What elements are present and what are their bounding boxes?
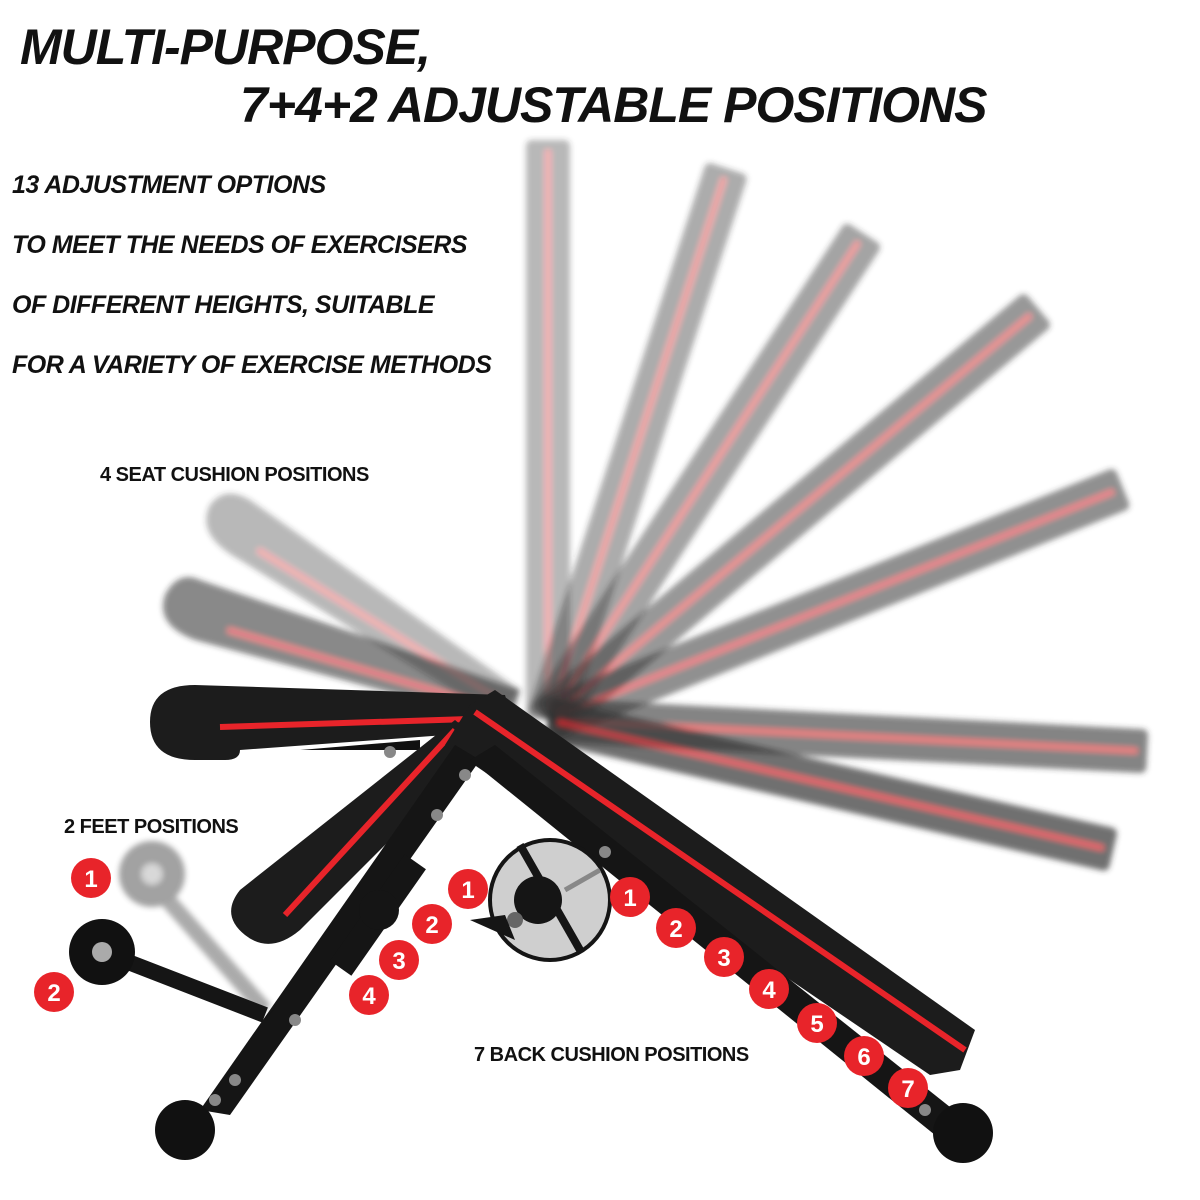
pin-zoom-inset xyxy=(470,838,612,962)
svg-text:3: 3 xyxy=(392,948,405,975)
leg-cushion xyxy=(231,720,485,944)
back-badge-2: 2 xyxy=(656,908,696,948)
back-ghost-4 xyxy=(536,294,1050,735)
seat-positions-label: 4 SEAT CUSHION POSITIONS xyxy=(100,464,369,486)
description-line-1: 13 ADJUSTMENT OPTIONS xyxy=(12,171,326,199)
seat-badge-2: 2 xyxy=(412,904,452,944)
back-badges: 1 2 3 4 5 6 7 xyxy=(610,877,928,1108)
feet-badges: 1 2 xyxy=(34,858,111,1012)
back-ghost-1 xyxy=(526,140,570,720)
svg-text:4: 4 xyxy=(362,983,376,1010)
svg-text:5: 5 xyxy=(810,1011,823,1038)
svg-text:4: 4 xyxy=(762,977,776,1004)
back-badge-6: 6 xyxy=(844,1036,884,1076)
feet-positions-label: 2 FEET POSITIONS xyxy=(64,816,239,838)
back-cushion-ghosts xyxy=(526,140,1149,871)
feet-badge-2: 2 xyxy=(34,972,74,1012)
back-ghost-5 xyxy=(541,469,1130,739)
back-ghost-2 xyxy=(528,163,747,726)
svg-text:3: 3 xyxy=(717,945,730,972)
seat-cushion xyxy=(150,685,515,760)
back-badge-1: 1 xyxy=(610,877,650,917)
back-ghost-3 xyxy=(531,223,881,730)
seat-badge-1: 1 xyxy=(448,869,488,909)
back-ghost-7 xyxy=(544,699,1117,871)
svg-text:2: 2 xyxy=(425,912,438,939)
back-cushion xyxy=(445,690,975,1075)
feet-holder xyxy=(69,919,268,1023)
svg-text:1: 1 xyxy=(84,866,97,893)
back-badge-5: 5 xyxy=(797,1003,837,1043)
svg-text:1: 1 xyxy=(461,877,474,904)
back-badge-3: 3 xyxy=(704,937,744,977)
headline-line-2: 7+4+2 ADJUSTABLE POSITIONS xyxy=(240,77,987,133)
feet-holder-ghost xyxy=(119,841,271,1016)
svg-text:7: 7 xyxy=(901,1076,914,1103)
headline-line-1: MULTI-PURPOSE, xyxy=(20,19,431,75)
back-positions-label: 7 BACK CUSHION POSITIONS xyxy=(474,1044,749,1066)
svg-text:2: 2 xyxy=(669,916,682,943)
back-badge-7: 7 xyxy=(888,1068,928,1108)
description-line-3: OF DIFFERENT HEIGHTS, SUITABLE xyxy=(12,291,435,319)
feet-badge-1: 1 xyxy=(71,858,111,898)
description-line-2: TO MEET THE NEEDS OF EXERCISERS xyxy=(12,231,467,259)
seat-cushion-ghosts xyxy=(163,493,520,725)
seat-badge-4: 4 xyxy=(349,975,389,1015)
seat-badge-3: 3 xyxy=(379,940,419,980)
seat-badges: 1 2 3 4 xyxy=(349,869,488,1015)
svg-text:1: 1 xyxy=(623,885,636,912)
svg-text:2: 2 xyxy=(47,980,60,1007)
description-line-4: FOR A VARIETY OF EXERCISE METHODS xyxy=(12,351,492,379)
svg-text:6: 6 xyxy=(857,1044,870,1071)
back-badge-4: 4 xyxy=(749,969,789,1009)
